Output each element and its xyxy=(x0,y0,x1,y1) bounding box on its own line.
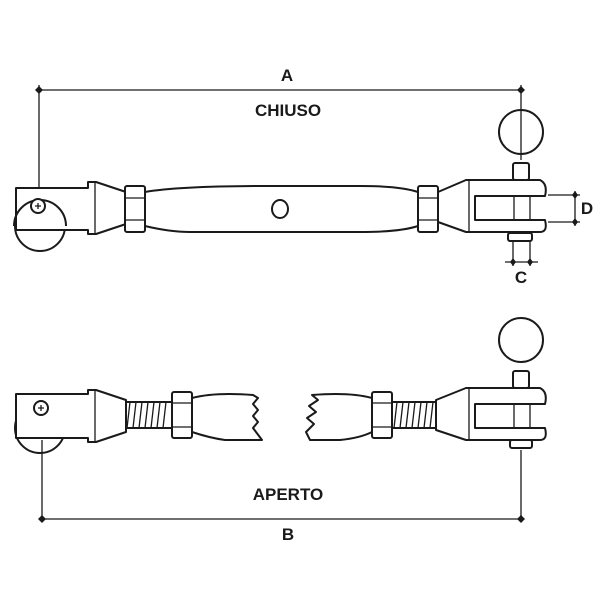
dimension-d-label: D xyxy=(580,199,594,218)
turnbuckle-closed xyxy=(13,109,547,252)
dimension-a-line xyxy=(35,85,525,200)
dimension-b-line xyxy=(38,440,525,523)
dimension-c xyxy=(505,242,538,266)
closed-label: CHIUSO xyxy=(254,101,322,120)
turnbuckle-open-left xyxy=(14,389,522,519)
dimension-b-label: B xyxy=(281,525,295,544)
dimension-a-label: A xyxy=(280,66,294,85)
open-label: APERTO xyxy=(252,485,324,504)
turnbuckle-open-right xyxy=(305,317,547,449)
dimension-c-label: C xyxy=(514,268,528,287)
dimension-d xyxy=(548,191,580,226)
